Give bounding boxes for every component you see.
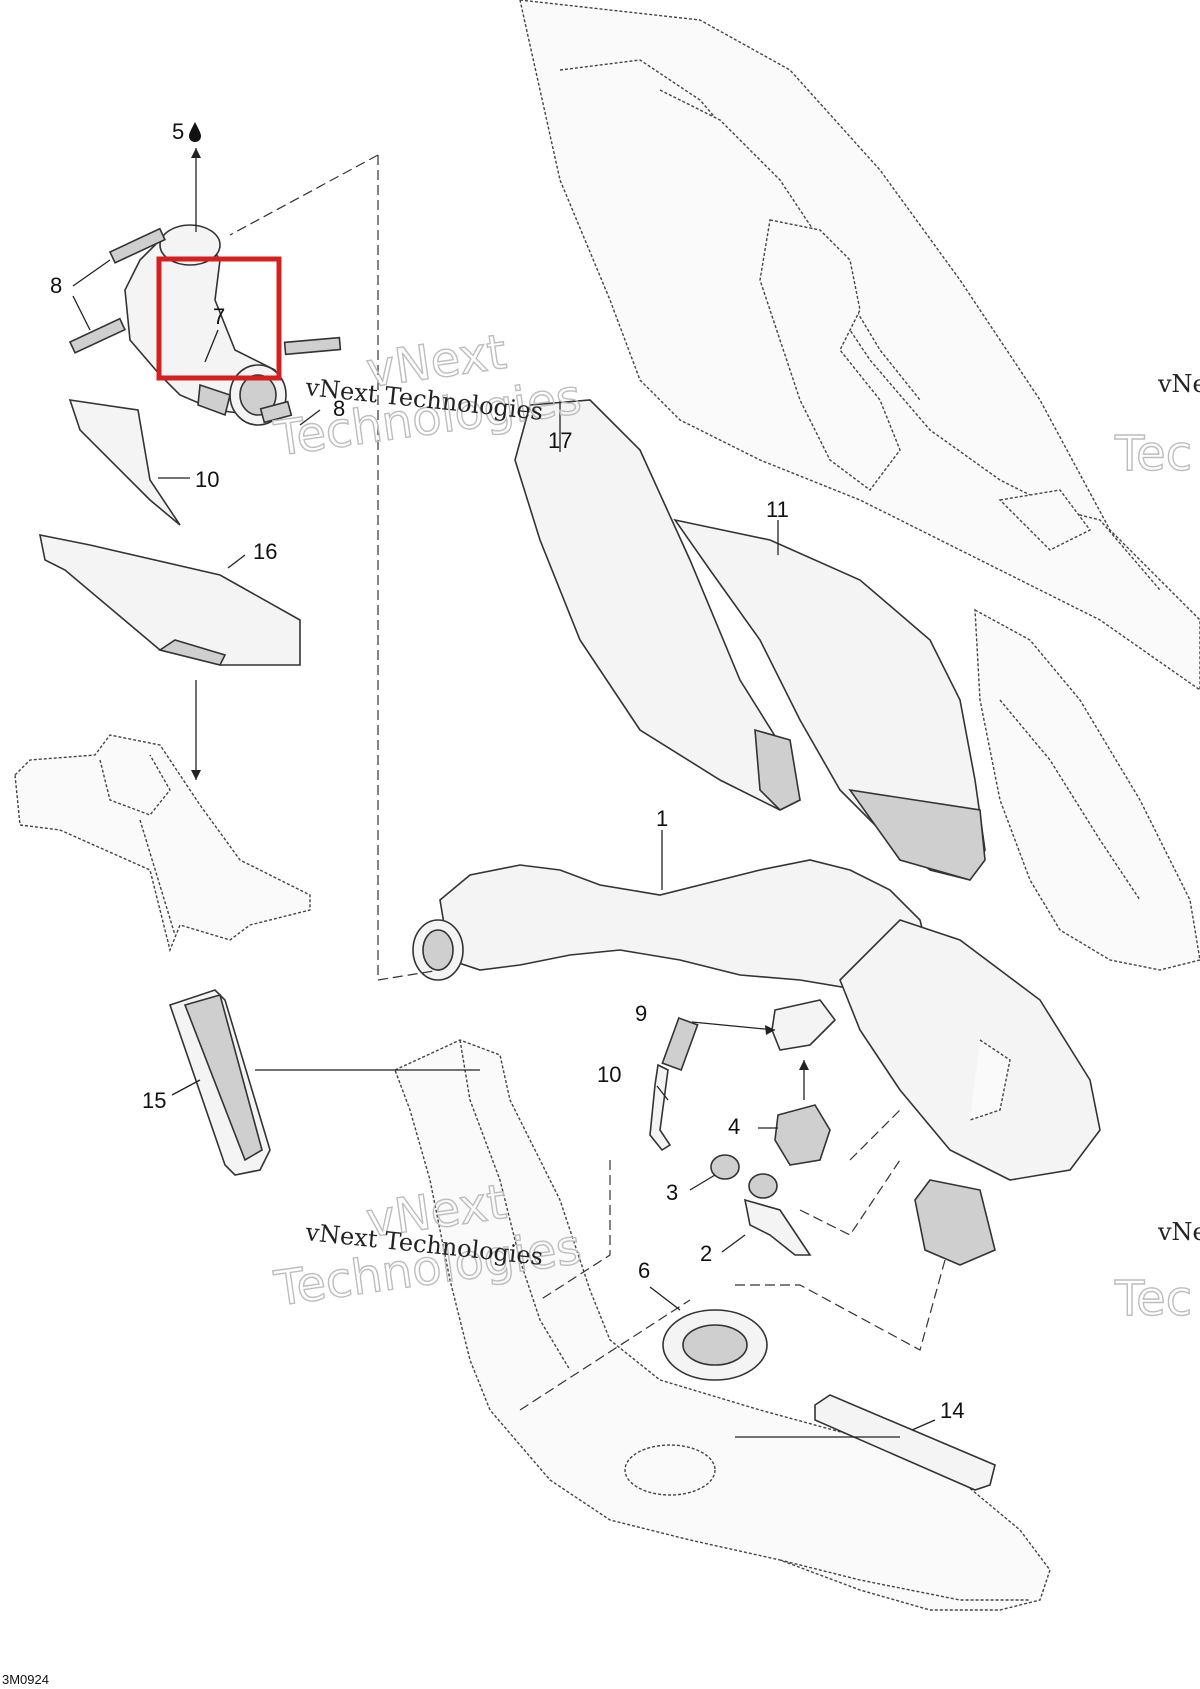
part-7-y-pipe (124, 224, 287, 426)
assembly-lines (229, 154, 946, 1411)
watermark-edge-upper-big: Tec (1114, 426, 1192, 482)
highlight-box-part-7 (156, 256, 282, 381)
callout-16: 16 (253, 539, 277, 564)
leader-lines (72, 148, 936, 1438)
part-11-side-panel (673, 518, 986, 881)
callout-8-top: 8 (50, 273, 62, 298)
callout-4: 4 (728, 1114, 740, 1139)
callout-labels: 5 8 7 8 10 16 17 11 1 15 9 10 4 3 2 6 14 (50, 119, 964, 1423)
part-13-heat-shield (68, 399, 181, 526)
direction-arrows (191, 148, 809, 1070)
callout-15: 15 (142, 1088, 166, 1113)
chassis-tunnel (394, 1039, 1051, 1611)
part-9-spring (661, 1017, 699, 1071)
part-16-shield-plate (38, 533, 301, 666)
part-1-exhaust-pipe (412, 859, 1101, 1266)
callout-1: 1 (656, 806, 668, 831)
figure-code: 3M0924 (2, 1672, 49, 1687)
callout-10: 10 (597, 1062, 621, 1087)
oil-drop-icon (189, 122, 201, 142)
muffler-bracket (771, 999, 837, 1051)
watermark-edge-upper-small: vNe (1157, 370, 1200, 398)
callout-9: 9 (635, 1001, 647, 1026)
part-3-bushings (710, 1154, 778, 1199)
callout-2: 2 (700, 1241, 712, 1266)
callout-14: 14 (940, 1398, 964, 1423)
part-2-bracket (743, 1198, 812, 1256)
callout-13: 10 (195, 467, 219, 492)
watermark-edge-lower-small: vNe (1157, 1218, 1200, 1246)
hood-panel (519, 0, 1200, 691)
callout-17: 17 (548, 428, 572, 453)
part-6-grommet (662, 1309, 768, 1381)
callout-6: 6 (638, 1258, 650, 1283)
part-17-deflector (514, 399, 801, 811)
part-10-clip (649, 1063, 672, 1152)
side-panel (974, 608, 1200, 971)
part-14-strip (814, 1394, 996, 1491)
callout-7: 7 (213, 304, 225, 329)
callout-11: 11 (766, 497, 789, 522)
callout-3: 3 (666, 1180, 678, 1205)
part-8-springs (68, 227, 342, 424)
part-15-rail (168, 989, 271, 1176)
callout-8-bottom: 8 (333, 396, 345, 421)
belly-pan-left (14, 734, 311, 953)
callout-5: 5 (172, 119, 184, 144)
part-4-rubber-mount (774, 1104, 831, 1166)
watermark-edge-lower-big: Tec (1114, 1271, 1192, 1327)
